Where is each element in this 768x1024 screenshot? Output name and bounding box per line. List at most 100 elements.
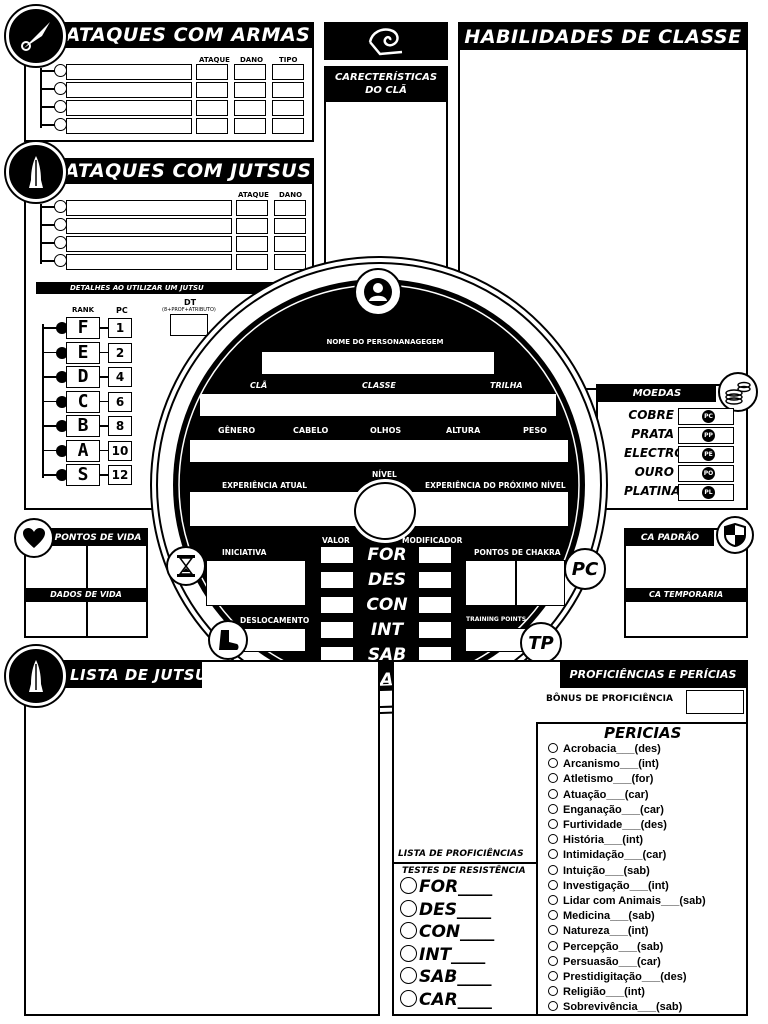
weapon-name-field[interactable]	[66, 82, 192, 98]
skill-checkbox[interactable]	[548, 971, 558, 981]
weapon-damage-field[interactable]	[234, 100, 266, 116]
saving-throw-row[interactable]: FOR____	[400, 877, 492, 897]
coin-name: PLATINA	[624, 484, 681, 498]
character-name-field[interactable]	[262, 352, 494, 374]
skill-row[interactable]: Atletismo___(for)	[548, 773, 653, 785]
skill-checkbox[interactable]	[548, 1001, 558, 1012]
skill-row[interactable]: Investigação___(int)	[548, 879, 669, 892]
coin-abbr: PC	[702, 410, 715, 423]
skill-checkbox[interactable]	[548, 788, 558, 799]
skill-checkbox[interactable]	[548, 940, 558, 951]
skill-checkbox[interactable]	[548, 895, 558, 905]
skill-row[interactable]: Intimidação___(car)	[548, 849, 666, 861]
weapon-damage-field[interactable]	[234, 64, 266, 80]
weapon-name-field[interactable]	[66, 100, 192, 116]
skill-checkbox[interactable]	[548, 773, 558, 784]
attribute-modifier-field[interactable]	[418, 596, 452, 614]
jutsu-name-field[interactable]	[66, 236, 232, 252]
weapon-attack-field[interactable]	[196, 82, 228, 98]
weapon-type-field[interactable]	[272, 64, 304, 80]
skill-checkbox[interactable]	[548, 910, 558, 921]
skill-row[interactable]: Atuação___(car)	[548, 788, 649, 801]
skill-row[interactable]: Religião___(int)	[548, 986, 645, 998]
saving-throw-checkbox[interactable]	[400, 899, 417, 917]
attribute-modifier-field[interactable]	[418, 571, 452, 589]
saving-throw-row[interactable]: SAB____	[400, 967, 491, 987]
attribute-value-field[interactable]	[320, 621, 354, 639]
hand-seal-icon-2	[6, 646, 66, 706]
skill-checkbox[interactable]	[548, 955, 558, 966]
weapon-type-field[interactable]	[272, 118, 304, 134]
skill-row[interactable]: Acrobacia___(des)	[548, 743, 661, 755]
weapon-type-field[interactable]	[272, 100, 304, 116]
saving-throw-checkbox[interactable]	[400, 967, 417, 984]
jutsu-attack-field[interactable]	[236, 236, 268, 252]
skill-row[interactable]: História___(int)	[548, 834, 643, 846]
attribute-value-field[interactable]	[320, 596, 354, 614]
jutsu-name-field[interactable]	[66, 218, 232, 234]
saving-throw-checkbox[interactable]	[400, 877, 417, 894]
proficiency-bonus-field[interactable]	[686, 690, 744, 714]
skill-row[interactable]: Lidar com Animais___(sab)	[548, 895, 706, 907]
jutsu-name-field[interactable]	[66, 200, 232, 216]
skill-row[interactable]: Prestidigitação___(des)	[548, 971, 687, 983]
jutsu-attack-field[interactable]	[236, 254, 268, 270]
jutsu-damage-field[interactable]	[274, 236, 306, 252]
weapon-name-field[interactable]	[66, 118, 192, 134]
weapon-damage-field[interactable]	[234, 82, 266, 98]
jutsu-damage-field[interactable]	[274, 200, 306, 216]
weapon-attack-field[interactable]	[196, 100, 228, 116]
skill-row[interactable]: Intuição___(sab)	[548, 864, 650, 877]
saving-throw-checkbox[interactable]	[400, 989, 417, 1007]
coin-abbr: PE	[702, 448, 715, 461]
attribute-value-field[interactable]	[320, 546, 354, 564]
shield-icon	[716, 516, 754, 554]
skill-row[interactable]: Persuasão___(car)	[548, 955, 661, 968]
saving-throw-row[interactable]: DES____	[400, 899, 491, 920]
dt-label: DT	[184, 298, 197, 307]
proficiencies-panel	[392, 660, 748, 1016]
attribute-name: INT	[370, 620, 404, 640]
initiative-field[interactable]	[206, 560, 306, 606]
skill-checkbox[interactable]	[548, 879, 558, 890]
skill-row[interactable]: Sobrevivência___(sab)	[548, 1001, 682, 1013]
skill-row[interactable]: Natureza___(int)	[548, 925, 649, 937]
saving-throw-checkbox[interactable]	[400, 944, 417, 962]
weapon-damage-field[interactable]	[234, 118, 266, 134]
jutsu-attack-field[interactable]	[236, 218, 268, 234]
skill-label: História___(int)	[563, 834, 644, 847]
jutsu-damage-field[interactable]	[274, 218, 306, 234]
skill-checkbox[interactable]	[548, 925, 558, 936]
weapon-attack-field[interactable]	[196, 64, 228, 80]
skill-checkbox[interactable]	[548, 834, 558, 845]
attribute-modifier-field[interactable]	[418, 621, 452, 639]
skill-checkbox[interactable]	[548, 864, 558, 875]
dt-field[interactable]	[170, 314, 208, 336]
weapon-attack-field[interactable]	[196, 118, 228, 134]
skill-row[interactable]: Medicina___(sab)	[548, 910, 655, 922]
skill-checkbox[interactable]	[548, 758, 558, 769]
saving-throw-checkbox[interactable]	[400, 922, 417, 939]
skill-row[interactable]: Furtividade___(des)	[548, 819, 667, 831]
skill-checkbox[interactable]	[548, 849, 558, 860]
skill-row[interactable]: Arcanismo___(int)	[548, 758, 659, 770]
skill-checkbox[interactable]	[548, 986, 558, 997]
saving-throw-row[interactable]: INT____	[400, 944, 485, 965]
jutsu-attack-field[interactable]	[236, 200, 268, 216]
skill-checkbox[interactable]	[548, 803, 558, 814]
movement-field[interactable]	[240, 628, 306, 652]
proficiency-bonus-label: BÔNUS DE PROFICIÊNCIA	[546, 694, 673, 704]
skill-row[interactable]: Enganação___(car)	[548, 803, 664, 816]
jutsu-name-field[interactable]	[66, 254, 232, 270]
saving-throw-row[interactable]: CON____	[400, 922, 494, 942]
skill-checkbox[interactable]	[548, 819, 558, 829]
saving-throw-row[interactable]: CAR____	[400, 989, 492, 1010]
level-field[interactable]	[354, 482, 416, 540]
skill-checkbox[interactable]	[548, 743, 558, 753]
attribute-modifier-field[interactable]	[418, 546, 452, 564]
jutsu-damage-field[interactable]	[274, 254, 306, 270]
skill-row[interactable]: Percepção___(sab)	[548, 940, 663, 953]
weapon-type-field[interactable]	[272, 82, 304, 98]
weapon-name-field[interactable]	[66, 64, 192, 80]
attribute-value-field[interactable]	[320, 571, 354, 589]
